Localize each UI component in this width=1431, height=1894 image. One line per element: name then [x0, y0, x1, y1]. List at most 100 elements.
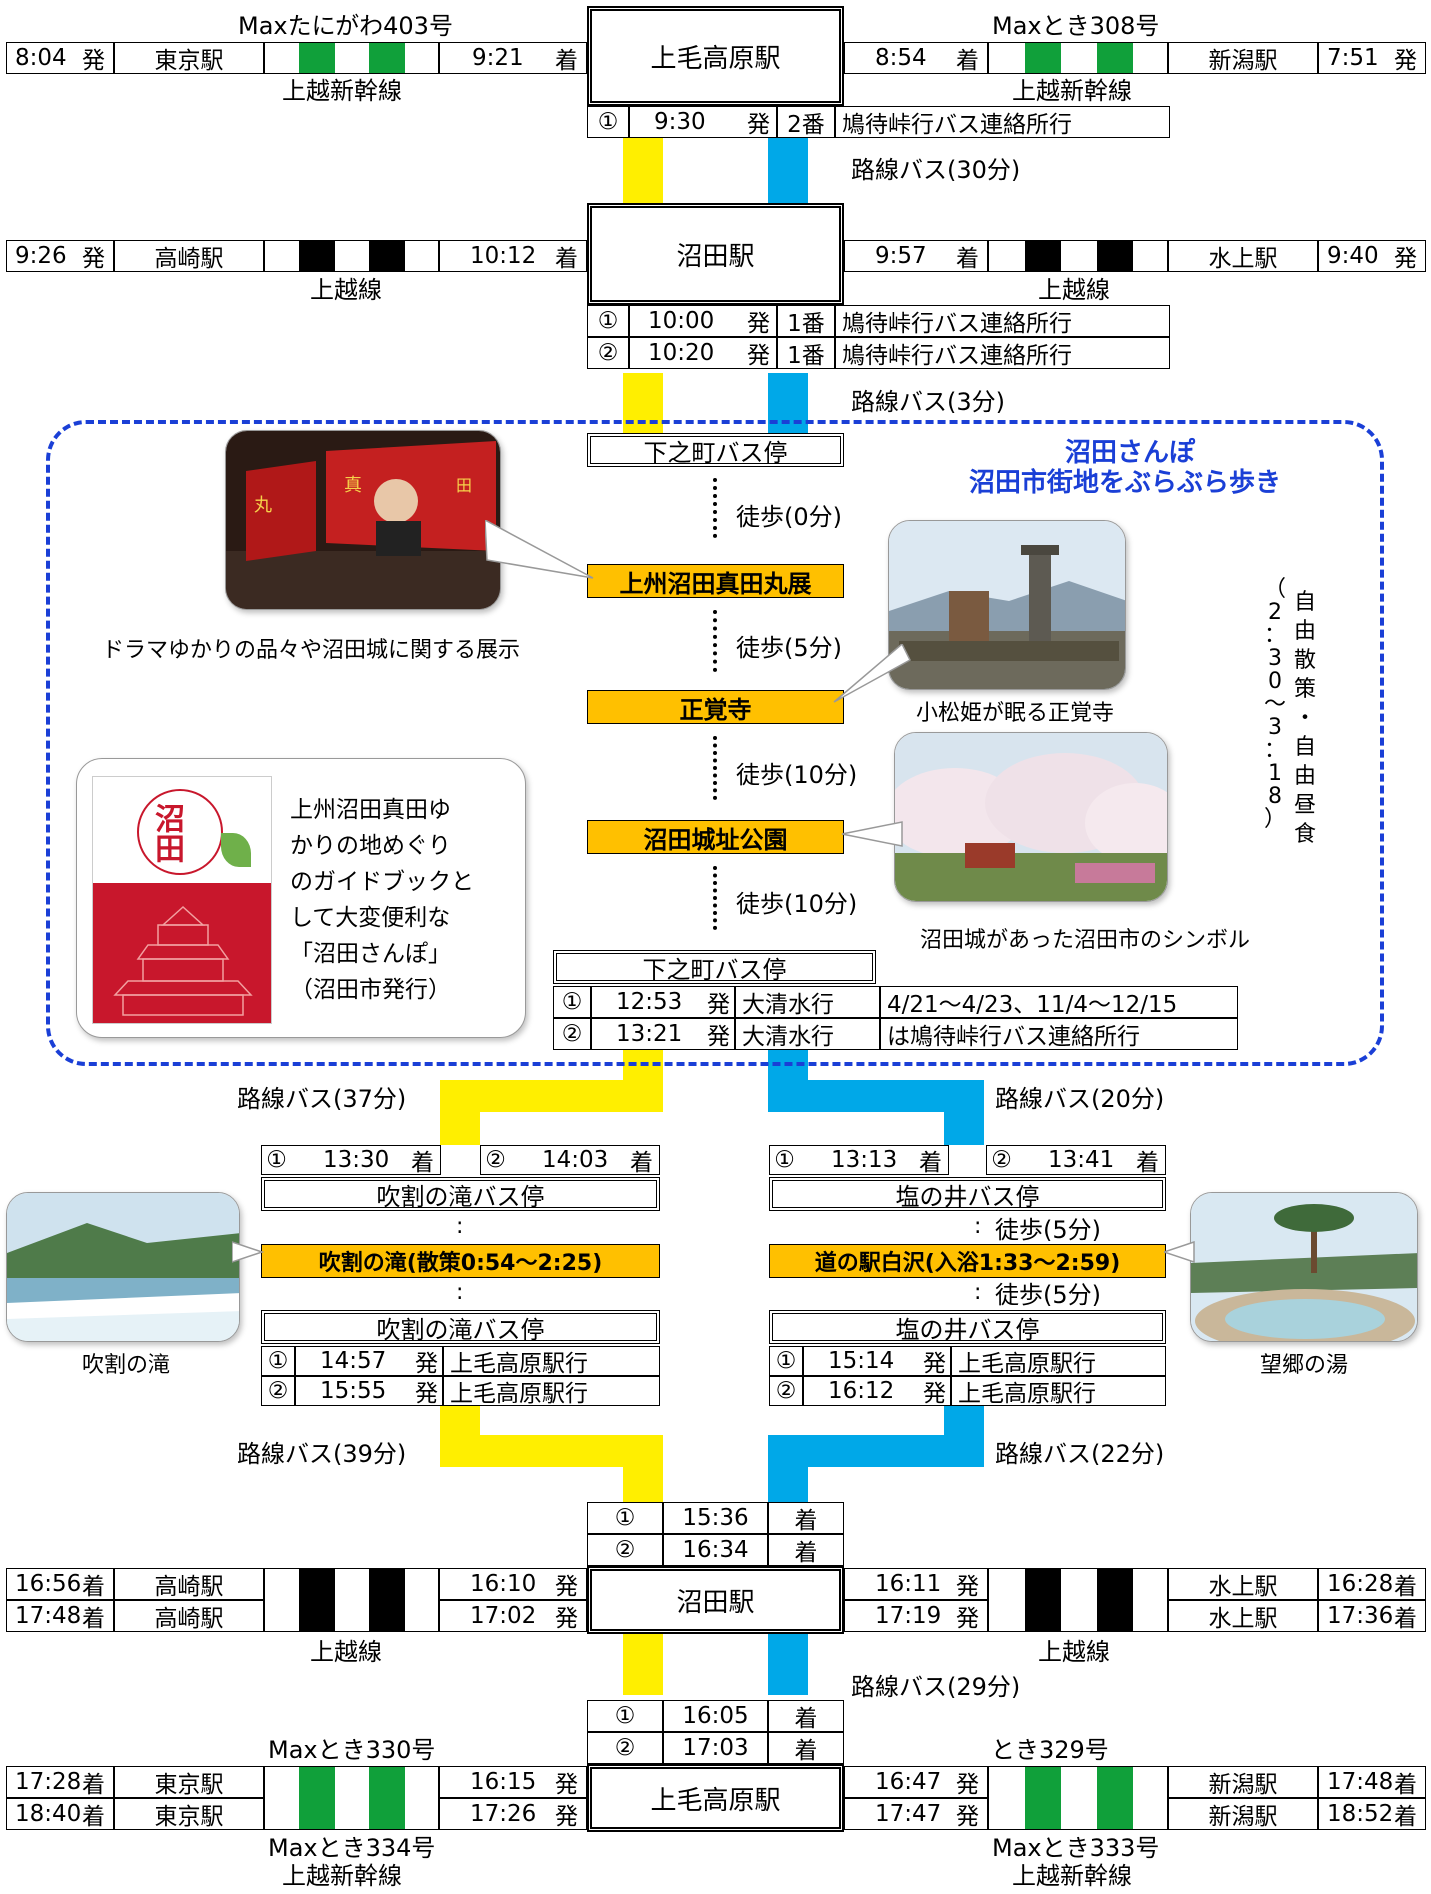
callout-pointer [841, 821, 903, 847]
bus-dest: 上毛高原駅行 [951, 1376, 1166, 1406]
left-line: 上越線 [310, 1638, 382, 1666]
arr-label: 着 [555, 48, 578, 74]
dep-label: 発 [555, 1574, 578, 1600]
caption-shokakuji: 小松姫が眠る正覚寺 [916, 701, 1115, 726]
svg-text:丸: 丸 [254, 495, 272, 516]
walk-time: 徒歩(10分) [736, 890, 858, 918]
time: 16:47 [875, 1769, 942, 1795]
time: 18:40 [15, 1801, 82, 1827]
left-line: 上越新幹線 [282, 77, 402, 105]
right-origin: 水上駅 [1168, 240, 1318, 272]
dep-label: 発 [956, 1606, 979, 1632]
left-train-bar [264, 1568, 439, 1632]
local-line-mark [299, 241, 335, 271]
vertical-char: ・ [1293, 706, 1316, 731]
vertical-char: ） [1263, 807, 1286, 832]
left-train-name: Maxたにがわ403号 [238, 12, 453, 40]
arr-label: 着 [1394, 1574, 1417, 1600]
svg-text:田: 田 [456, 476, 472, 495]
bus-num: ② [261, 1376, 295, 1406]
caption-castle-park: 沼田城があった沼田市のシンボル [920, 928, 1251, 953]
bus-route-left-5 [440, 1080, 480, 1145]
bus-platform: 2番 [777, 106, 835, 138]
guidebook-line: 上州沼田真田ゆ [290, 797, 451, 823]
time: 13:21 [616, 1021, 683, 1047]
sanpo-subtitle: 沼田市街地をぶらぶら歩き [969, 468, 1282, 498]
dep-label: 発 [555, 1606, 578, 1632]
castle-icon [113, 905, 253, 1016]
bus-label: 路線バス(30分) [851, 156, 1021, 184]
arr-label: 着 [956, 48, 979, 74]
bus-dest: 鳩待峠行バス連絡所行 [835, 337, 1170, 369]
bus-dest: 鳩待峠行バス連絡所行 [835, 106, 1170, 138]
walk-path [713, 736, 721, 800]
station-jomo-kogen: 上毛高原駅 [587, 6, 844, 106]
time: 10:12 [470, 243, 537, 269]
right-dest: 水上駅 [1168, 1568, 1318, 1600]
arr-time: 15:36 [663, 1502, 768, 1534]
bus-num: ① [769, 1346, 803, 1376]
vertical-char: 食 [1293, 822, 1316, 847]
time: 17:28 [15, 1769, 82, 1795]
free-activity-vertical: 自由散策・自由昼食 [1292, 588, 1318, 849]
vertical-char: ： [1263, 623, 1286, 648]
time: 13:13 [831, 1147, 898, 1173]
walk-path [713, 478, 721, 538]
bus-stop-shionoi-2: 塩の井バス停 [769, 1310, 1166, 1344]
temple-image [889, 521, 1125, 689]
guidebook-line: して大変便利な [290, 905, 451, 931]
time: 12:53 [616, 989, 683, 1015]
bus-num: ① [553, 986, 591, 1018]
right-line: 上越新幹線 [1012, 77, 1132, 105]
spot-shokakuji: 正覚寺 [587, 690, 844, 724]
spot-michinoeki-shirasawa: 道の駅白沢(入浴1:33～2:59) [769, 1244, 1166, 1278]
season-note: は鳩待峠行バス連絡所行 [880, 1018, 1238, 1050]
arr-num: ② [480, 1145, 510, 1175]
right-dest: 新潟駅 [1168, 1766, 1318, 1798]
arr-label: 着 [768, 1732, 844, 1764]
arr-label: 着 [411, 1150, 434, 1175]
left-dep-time: 16:10 発 [439, 1568, 587, 1600]
bus-route-left-1 [623, 138, 663, 203]
dep-label: 発 [707, 992, 730, 1018]
walk-time: 徒歩(0分) [736, 503, 842, 531]
svg-text:真: 真 [344, 475, 362, 496]
time: 16:10 [470, 1571, 537, 1597]
bus-dest: 上毛高原駅行 [951, 1346, 1166, 1376]
dep-label: 発 [747, 311, 770, 337]
arr-label: 着 [1136, 1150, 1159, 1175]
time: 16:15 [470, 1769, 537, 1795]
walk-dot: : [456, 1280, 464, 1305]
left-train-bar [264, 1766, 439, 1830]
walk-path [713, 610, 721, 672]
caption-bokyo-no-yu: 望郷の湯 [1260, 1353, 1349, 1378]
vertical-char: ～ [1263, 692, 1286, 717]
callout-pointer [833, 644, 911, 703]
station-numata-2: 沼田駅 [587, 1566, 844, 1634]
sanpo-title: 沼田さんぽ [1065, 438, 1196, 468]
time: 13:41 [1048, 1147, 1115, 1173]
bus-num: ① [587, 305, 629, 337]
bus-route-right-8 [768, 1435, 808, 1502]
season-note: 4/21～4/23、11/4～12/15 [880, 986, 1238, 1018]
right-train-bar [988, 42, 1168, 74]
time: 16:28 [1327, 1571, 1394, 1597]
photo-shokakuji [888, 520, 1126, 690]
left-dest: 高崎駅 [114, 1600, 264, 1632]
arr-label: 着 [768, 1700, 844, 1732]
guidebook-cover-title: 沼田 [149, 803, 184, 863]
arr-time: 16:34 [663, 1534, 768, 1566]
